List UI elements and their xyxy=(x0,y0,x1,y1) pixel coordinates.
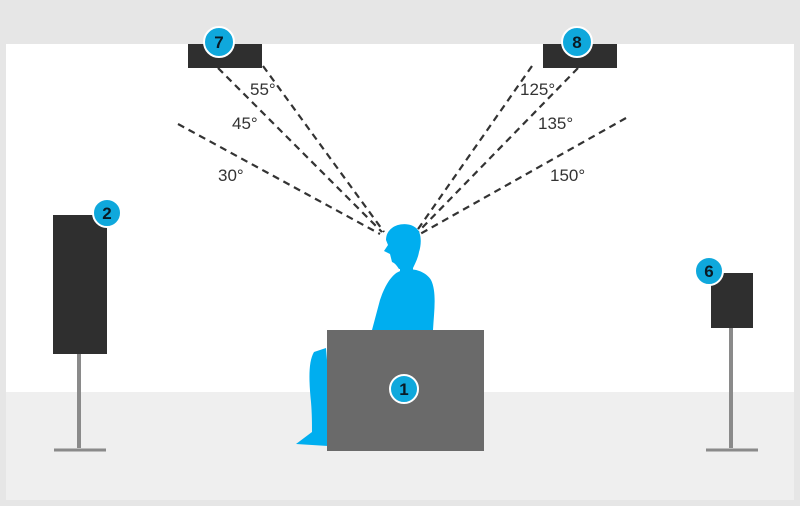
badge-surround-right-number: 6 xyxy=(704,262,713,281)
angle-label-30: 30° xyxy=(218,166,244,185)
badge-surround-right: 6 xyxy=(694,256,724,286)
badge-center-number: 1 xyxy=(399,380,408,399)
ceiling xyxy=(6,6,794,44)
angle-label-45: 45° xyxy=(232,114,258,133)
ray-30 xyxy=(177,123,381,235)
ray-55 xyxy=(262,65,385,233)
badge-top-left: 7 xyxy=(203,26,235,58)
angle-label-150: 150° xyxy=(550,166,585,185)
badge-top-right: 8 xyxy=(561,26,593,58)
ray-125 xyxy=(415,65,533,233)
badge-top-right-number: 8 xyxy=(572,33,581,52)
angle-label-55: 55° xyxy=(250,80,276,99)
front-left-speaker xyxy=(53,215,107,354)
speaker-layout-diagram: 55° 45° 30° 125° 135° 150° xyxy=(6,6,794,500)
rays-left xyxy=(177,65,385,235)
ray-45 xyxy=(217,67,383,233)
badge-front-left: 2 xyxy=(92,198,122,228)
listener-neck xyxy=(400,262,413,272)
rays-right xyxy=(415,65,627,235)
ray-135 xyxy=(417,67,579,233)
badge-top-left-number: 7 xyxy=(214,33,223,52)
listener-legs xyxy=(296,348,333,446)
badge-front-left-number: 2 xyxy=(102,204,111,223)
badge-center: 1 xyxy=(389,374,419,404)
listener-person xyxy=(296,224,435,446)
ray-150 xyxy=(419,117,627,235)
angle-label-125: 125° xyxy=(520,80,555,99)
listener-head xyxy=(384,224,421,269)
angle-label-135: 135° xyxy=(538,114,573,133)
listener-torso xyxy=(372,269,435,330)
